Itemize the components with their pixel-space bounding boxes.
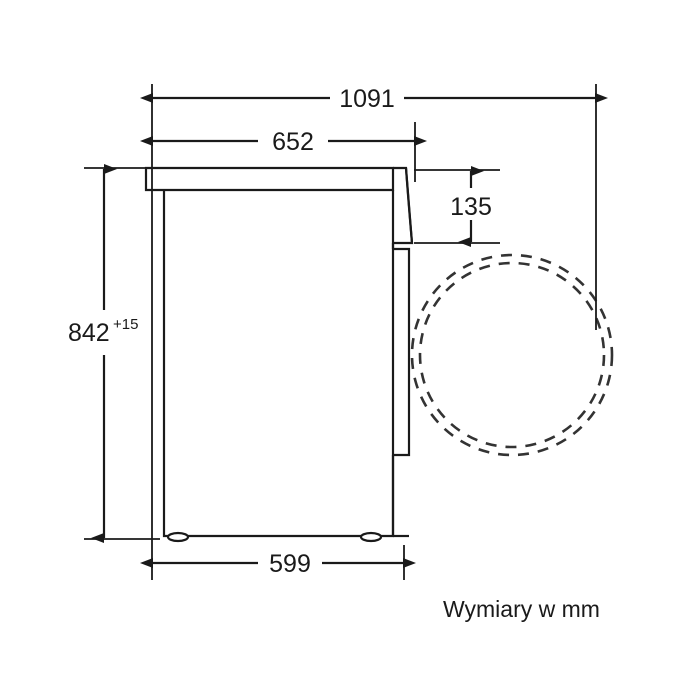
dimension-1091: 1091 [140, 85, 608, 113]
control-panel [393, 166, 414, 245]
appliance-body [162, 190, 395, 538]
appliance-outline [144, 166, 414, 538]
dimension-1091-label: 1091 [339, 85, 395, 113]
dimension-652: 652 [140, 128, 427, 156]
dimension-652-label: 652 [272, 128, 314, 156]
units-caption: Wymiary w mm [443, 596, 600, 622]
door-swing-arc [410, 253, 614, 457]
door-panel [393, 247, 411, 538]
adjustable-foot [166, 531, 383, 543]
dimension-842-tolerance: +15 [113, 316, 138, 333]
dimension-842-label: 842 [68, 319, 110, 347]
dimension-842: 842 +15 [68, 164, 138, 543]
dimension-135-label: 135 [450, 193, 492, 221]
dimension-599-label: 599 [269, 550, 311, 578]
dimension-599: 599 [140, 550, 416, 578]
dimension-135: 135 [450, 166, 492, 247]
